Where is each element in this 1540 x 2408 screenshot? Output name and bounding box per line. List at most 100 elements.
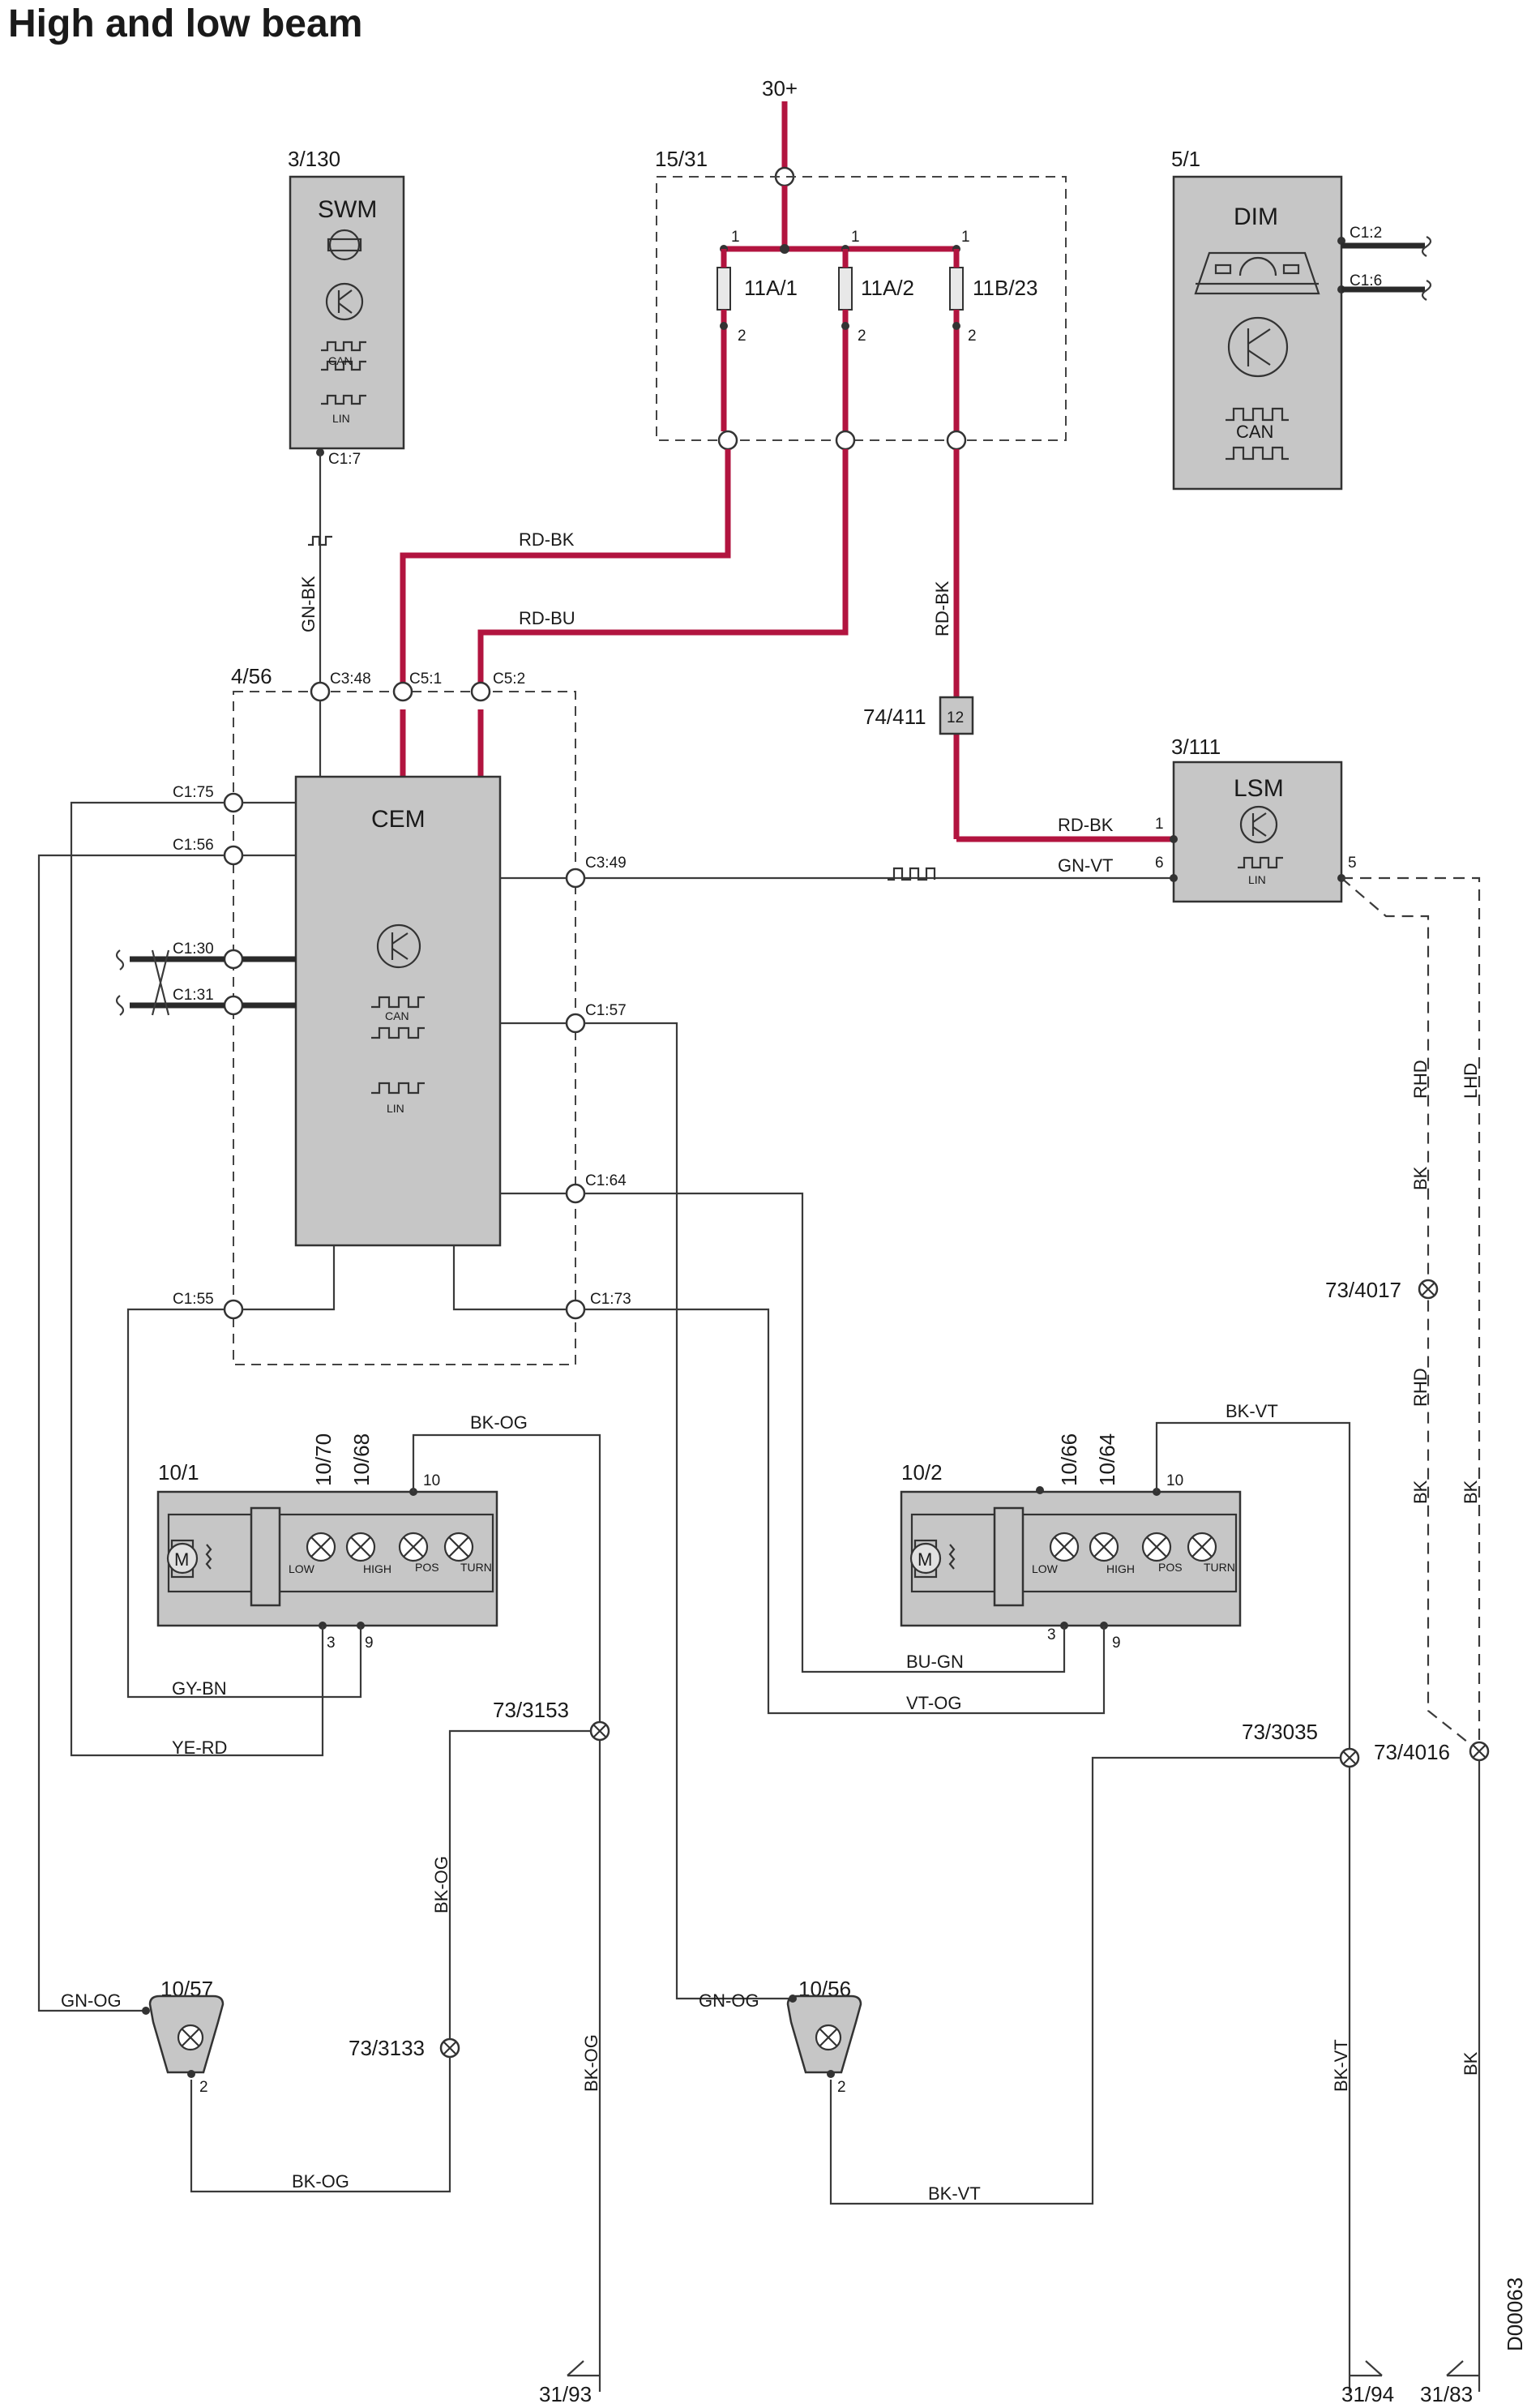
splice-73-4017: 73/4017	[1325, 1278, 1439, 1302]
wire-lhd: LHD	[1461, 1063, 1481, 1099]
svg-text:1: 1	[1155, 816, 1164, 833]
svg-text:5: 5	[1348, 855, 1357, 872]
svg-text:2: 2	[837, 2079, 846, 2096]
headlamp-left: 10/1 10/70 10/68 M LOW HIGH POS	[156, 1433, 498, 1627]
wire-rd-bk-3: RD-BK	[1058, 815, 1114, 835]
svg-text:TURN: TURN	[460, 1561, 492, 1574]
svg-text:10/64: 10/64	[1095, 1433, 1119, 1486]
svg-text:1: 1	[851, 229, 860, 246]
svg-text:1: 1	[961, 229, 970, 246]
wire-bk-v: BK	[1461, 2051, 1481, 2076]
wire-bk-og-bot: BK-OG	[292, 2171, 349, 2192]
dim-name: DIM	[1234, 204, 1278, 230]
svg-text:10/66: 10/66	[1057, 1433, 1081, 1486]
lsm-module: 3/111 LSM LIN	[1171, 735, 1343, 903]
lsm-name: LSM	[1234, 775, 1284, 802]
supply-label: 30+	[762, 76, 798, 101]
headlamp-right: 10/2 10/66 10/64 M LOW HIGH POS	[900, 1433, 1242, 1627]
splice-74-411: 74/411 12	[863, 696, 974, 735]
splice-73-3133: 73/3133	[349, 2036, 460, 2060]
svg-text:2: 2	[199, 2079, 208, 2096]
transistor-icon-lsm	[1239, 805, 1278, 844]
foglamp-left: 10/57	[148, 1977, 225, 2074]
svg-text:C3:48: C3:48	[330, 671, 371, 688]
left-ground-wire	[412, 1433, 601, 2392]
svg-text:HIGH: HIGH	[363, 1562, 391, 1575]
svg-text:HIGH: HIGH	[1106, 1562, 1135, 1575]
splice-73-3035: 73/3035	[1242, 1720, 1360, 1768]
wire-gn-bk: GN-BK	[298, 576, 319, 632]
can-signal-icon-cem	[371, 996, 425, 1009]
fog-left-ground-wire	[190, 2057, 451, 2193]
wire-bk-og-v1: BK-OG	[431, 1856, 451, 1913]
motor-icon-right: M	[909, 1539, 956, 1579]
svg-text:LOW: LOW	[1032, 1562, 1059, 1575]
wire-bk-og-top: BK-OG	[470, 1412, 528, 1433]
transistor-icon	[325, 282, 364, 321]
fusebox-ref: 15/31	[655, 147, 708, 171]
dim-can-bus	[1337, 236, 1432, 301]
svg-text:3: 3	[327, 1635, 336, 1652]
lsm-ref: 3/111	[1171, 735, 1221, 759]
svg-text:31/94: 31/94	[1341, 2382, 1394, 2406]
wire-gy-bn: GY-BN	[172, 1678, 227, 1699]
bulb-pos-icon-right	[1141, 1532, 1172, 1562]
splice-branch-wire	[448, 1729, 591, 2039]
splice-73-4016: 73/4016	[1374, 1740, 1490, 1764]
svg-text:C1:55: C1:55	[173, 1291, 214, 1308]
wire-bu-gn: BU-GN	[906, 1652, 964, 1672]
fuse-11a2-icon	[838, 267, 853, 311]
svg-text:73/4017: 73/4017	[1325, 1278, 1401, 1302]
svg-text:2: 2	[968, 328, 977, 345]
can-signal-icon-dim	[1226, 407, 1289, 422]
motor-icon: M	[166, 1539, 212, 1579]
bulb-turn-icon	[443, 1532, 474, 1562]
svg-text:10/70: 10/70	[311, 1433, 336, 1486]
svg-text:POS: POS	[1158, 1561, 1183, 1574]
svg-text:C1:57: C1:57	[585, 1002, 627, 1019]
lin-signal-icon	[321, 394, 366, 405]
svg-text:1: 1	[731, 229, 740, 246]
wire-bk-og-v2: BK-OG	[581, 2034, 601, 2092]
swm-name: SWM	[318, 196, 377, 223]
instrument-cluster-icon	[1194, 251, 1320, 295]
lin-pulse-icon	[308, 535, 332, 546]
wire-bk-2: BK	[1410, 1480, 1431, 1504]
svg-text:C1:31: C1:31	[173, 987, 214, 1004]
right-harness	[584, 1022, 1351, 2392]
cem-can-bus	[115, 949, 225, 1016]
lin-signal-icon-lsm	[1238, 856, 1283, 869]
lin-pulse-icon-2	[888, 867, 936, 881]
fuse-11a2-label: 11A/2	[861, 276, 914, 300]
svg-text:CAN: CAN	[385, 1009, 409, 1022]
svg-text:C1:30: C1:30	[173, 940, 214, 958]
hand-drive-routes	[1341, 876, 1481, 1752]
diagram-title: High and low beam	[8, 2, 362, 45]
headlamp-right-ref: 10/2	[901, 1460, 943, 1485]
svg-text:POS: POS	[415, 1561, 439, 1574]
fuse-wires	[717, 249, 967, 451]
dim-module: 5/1 DIM CAN	[1171, 147, 1343, 491]
cem-module: CEM CAN LIN	[294, 775, 502, 1247]
svg-text:9: 9	[1112, 1635, 1121, 1652]
transistor-icon-cem	[376, 923, 421, 969]
bulb-fault-icon	[327, 229, 362, 261]
wire-rd-bk-1: RD-BK	[519, 529, 575, 550]
svg-text:LIN: LIN	[387, 1102, 404, 1115]
svg-text:6: 6	[1155, 855, 1164, 872]
bulb-low-icon	[306, 1532, 336, 1562]
svg-text:M: M	[918, 1549, 932, 1570]
wire-vt-og: VT-OG	[906, 1693, 961, 1713]
lin-signal-icon-cem	[371, 1082, 425, 1095]
bulb-turn-icon-right	[1187, 1532, 1217, 1562]
left-harness	[37, 801, 362, 2012]
wire-gn-vt: GN-VT	[1058, 855, 1113, 876]
dim-ref: 5/1	[1171, 147, 1200, 171]
svg-text:73/4016: 73/4016	[1374, 1740, 1450, 1764]
fuse-11a1-icon	[717, 267, 731, 311]
cem-connector-labels: C3:48 C5:1 C5:2 C1:75 C1:56 C1:30 C1:31 …	[173, 671, 631, 1308]
cem-feed-wires	[400, 449, 1174, 842]
fuse-11a1-label: 11A/1	[744, 276, 798, 300]
wire-rd-bk-2: RD-BK	[932, 581, 952, 636]
